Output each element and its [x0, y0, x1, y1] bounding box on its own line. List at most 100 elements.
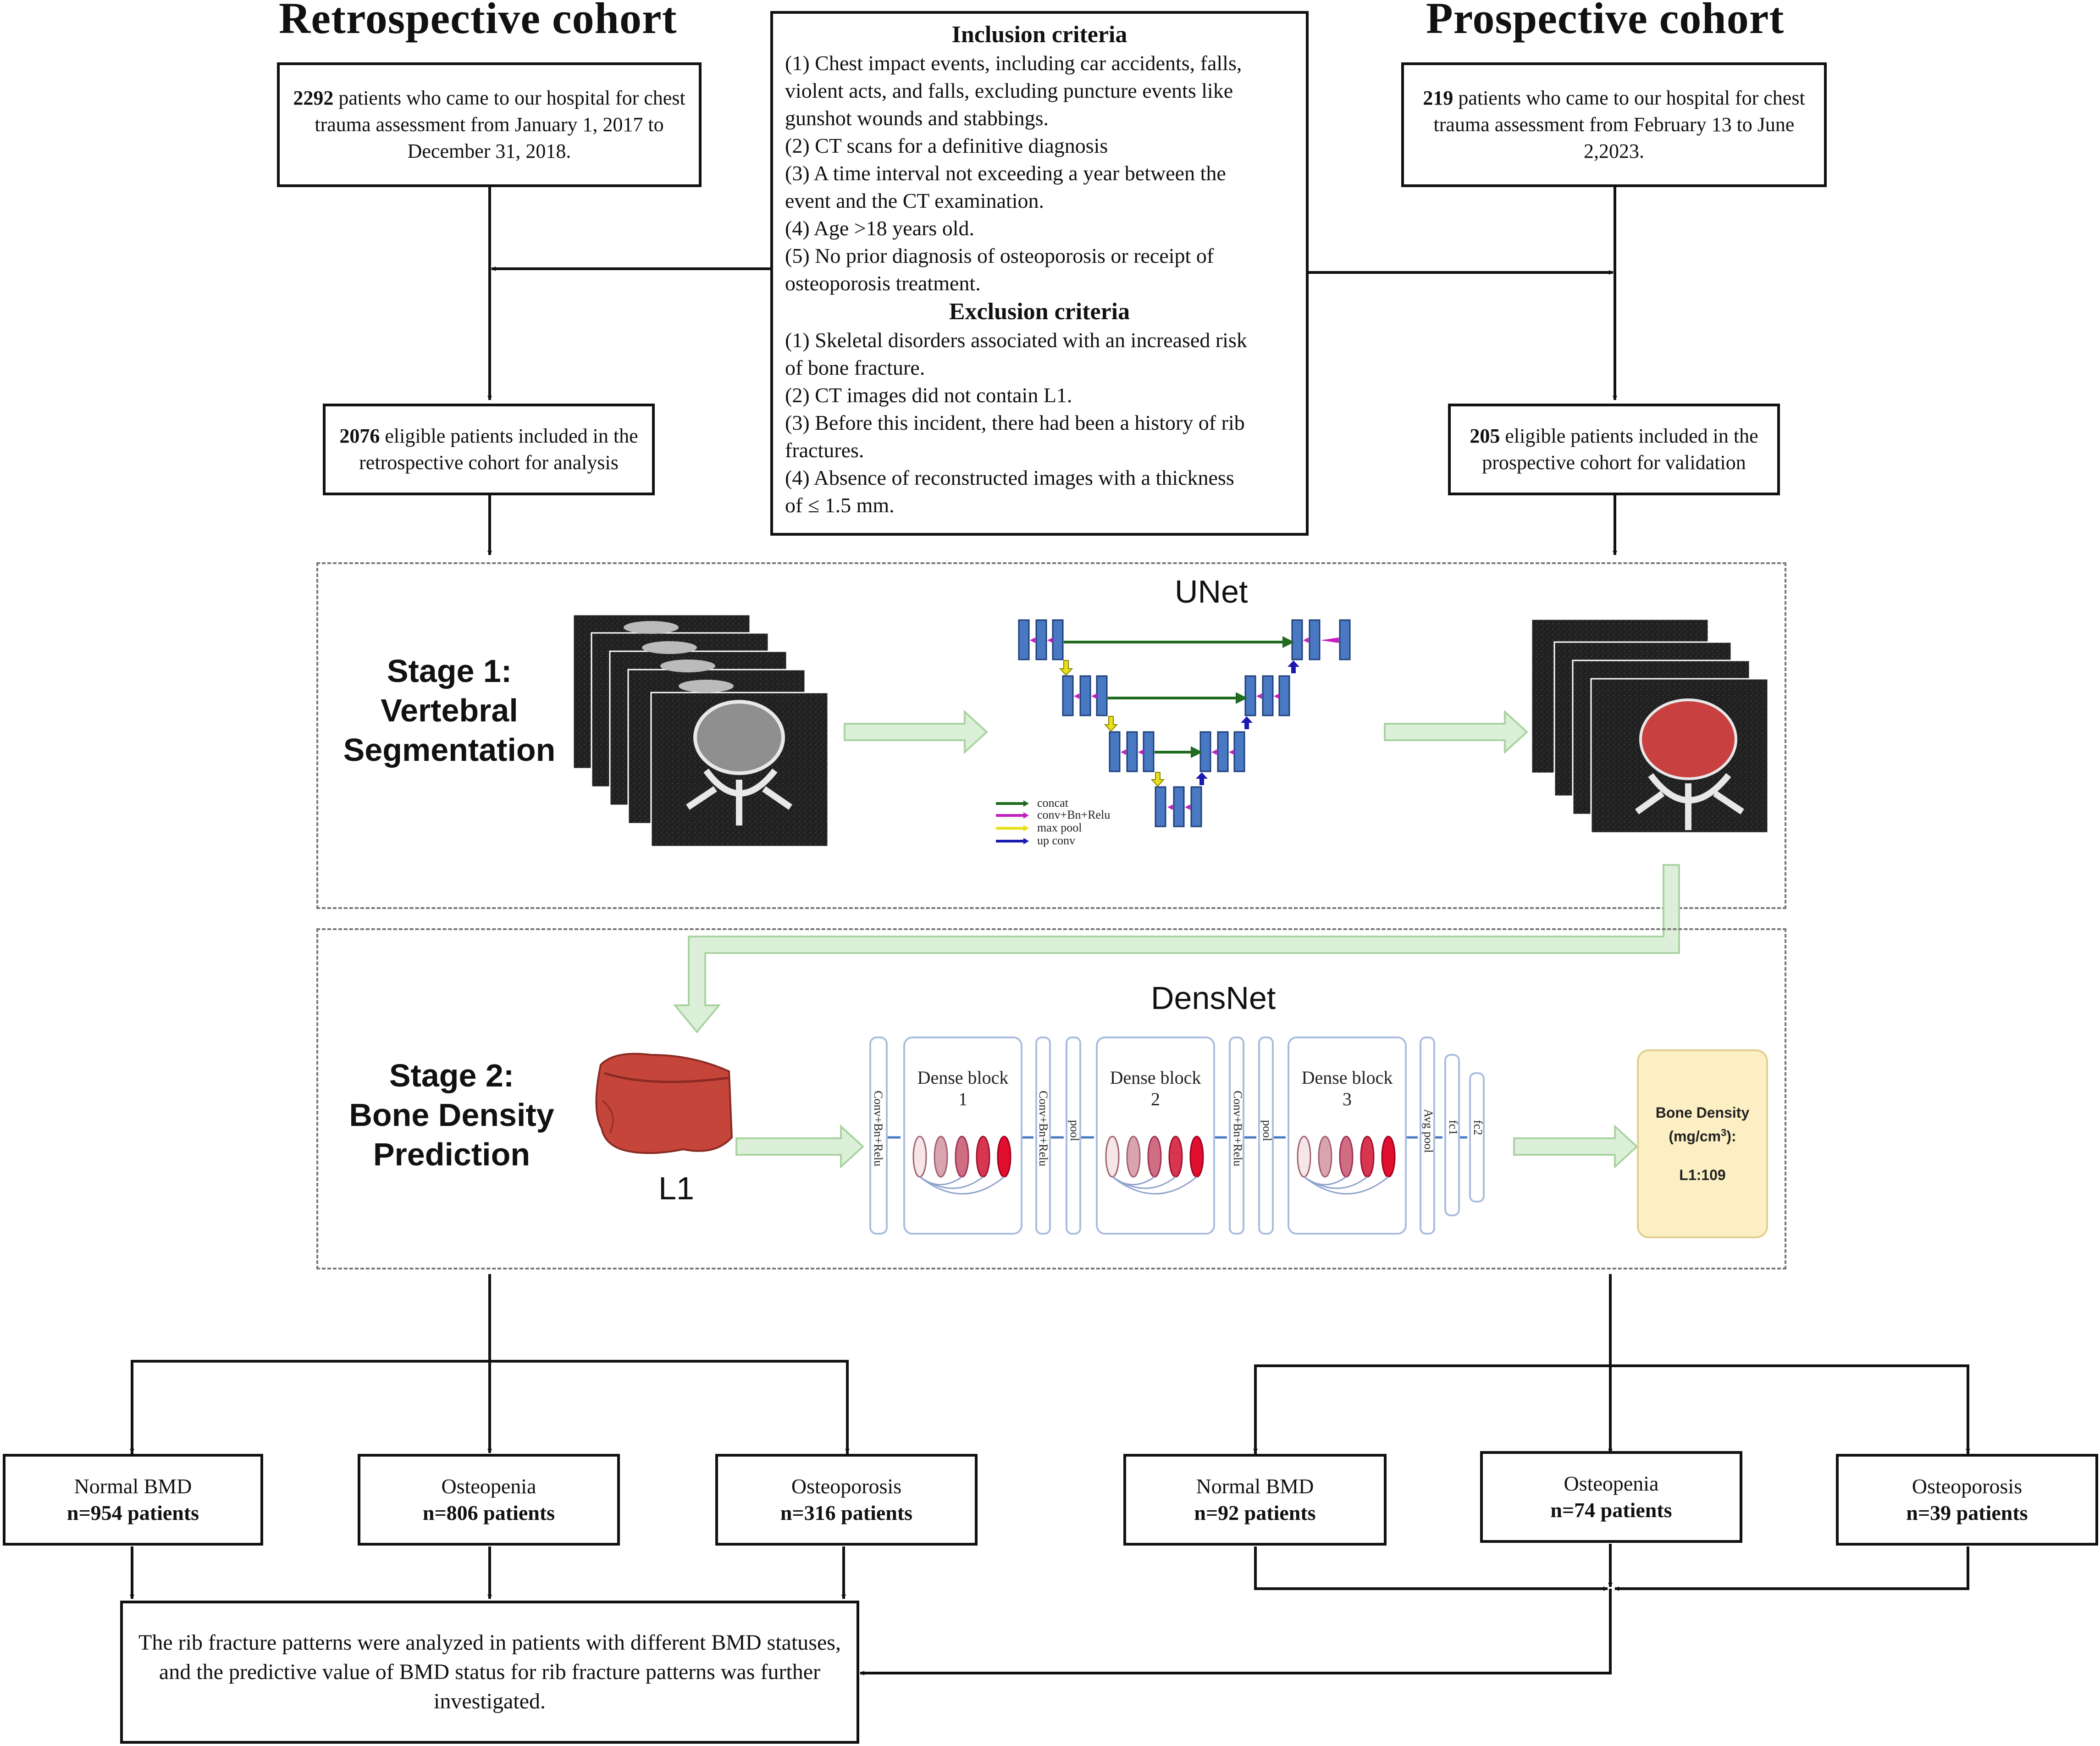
pros-osteoporosis-label: Osteoporosis: [1912, 1474, 2023, 1498]
retro-eligible-count: 2076: [339, 425, 380, 447]
exclusion-criteria-title: Exclusion criteria: [949, 299, 1130, 325]
densnet-pool-layer-1: [1066, 1037, 1081, 1235]
pros-osteopenia-label: Osteopenia: [1564, 1472, 1659, 1495]
retro-split-bar: [131, 1360, 849, 1455]
inclusion-criteria-line: violent acts, and falls, excluding punct…: [785, 79, 1233, 102]
retro-osteopenia-count: n=806 patients: [422, 1501, 555, 1524]
flow-arrow-ct-to-unet: [844, 709, 988, 754]
unit-suffix: ):: [1726, 1128, 1736, 1145]
pros-normal-count: n=92 patients: [1194, 1501, 1316, 1524]
bone-density-output-value: L1:109: [1679, 1166, 1726, 1183]
densnet-conv-layer-1: [869, 1037, 888, 1235]
dense-block-1-title: Dense block 1: [908, 1067, 1018, 1110]
dense-block-1-name: Dense block: [917, 1067, 1009, 1088]
pros-source-count: 219: [1423, 87, 1453, 109]
ct-input-stack: [572, 614, 829, 848]
stage2-label: Stage 2: Bone Density Prediction: [330, 1056, 573, 1174]
stage2-label-line-2: Bone Density: [349, 1097, 554, 1133]
pros-split-bar: [1254, 1364, 1969, 1455]
retro-source-text: patients who came to our hospital for ch…: [315, 87, 685, 162]
bone-density-output-unit: (mg/cm3):: [1639, 1123, 1766, 1147]
exclusion-criteria-line: of ≤ 1.5 mm.: [785, 493, 895, 517]
inclusion-criteria-title: Inclusion criteria: [951, 22, 1127, 48]
stage1-label-line-3: Segmentation: [343, 732, 556, 768]
exclusion-criteria-line: fractures.: [785, 438, 864, 462]
pros-normal-bmd-box: Normal BMD n=92 patients: [1123, 1454, 1387, 1546]
densnet-pool-label-1: pool: [1068, 1120, 1081, 1142]
prospective-source-box: 219 patients who came to our hospital fo…: [1401, 62, 1827, 187]
pros-osteoporosis-count: n=39 patients: [1906, 1501, 2028, 1524]
unit-exponent: 3: [1721, 1127, 1727, 1139]
segmentation-mask: [1639, 698, 1737, 780]
inclusion-criteria-line: (2) CT scans for a definitive diagnosis: [785, 134, 1108, 157]
inclusion-criteria-line: gunshot wounds and stabbings.: [785, 106, 1049, 130]
retro-osteoporosis-box: Osteoporosis n=316 patients: [715, 1454, 978, 1546]
stage2-label-line-1: Stage 2:: [389, 1058, 514, 1093]
densnet-conv-label-3: Conv+Bn+Relu: [1231, 1091, 1244, 1167]
retro-osteopenia-label: Osteopenia: [441, 1474, 536, 1498]
densnet-pool-label-2: pool: [1260, 1120, 1274, 1142]
retrospective-cohort-title: Retrospective cohort: [279, 0, 677, 43]
inclusion-criteria-line: (4) Age >18 years old.: [785, 216, 975, 240]
stage2-label-line-3: Prediction: [373, 1136, 531, 1172]
pros-normal-merge-line: [1254, 1546, 1608, 1591]
densnet-conv-layer-3: [1229, 1037, 1244, 1235]
bone-density-output: Bone Density (mg/cm3): L1:109: [1637, 1049, 1768, 1238]
dense-block-1-number: 1: [958, 1089, 967, 1109]
retro-source-count: 2292: [293, 87, 334, 109]
densnet-conv-layer-2: [1035, 1037, 1051, 1235]
exclusion-criteria-list: (1) Skeletal disorders associated with a…: [785, 327, 1294, 519]
pros-eligible-count: 205: [1470, 425, 1500, 447]
densnet-pool-layer-2: [1258, 1037, 1274, 1235]
criteria-box: Inclusion criteria (1) Chest impact even…: [770, 11, 1309, 536]
retro-osteoporosis-count: n=316 patients: [780, 1501, 913, 1524]
pros-osteoporosis-merge-line: [1614, 1546, 1969, 1591]
legend-up-conv: up conv: [1037, 834, 1076, 847]
densnet-title: DensNet: [1151, 980, 1276, 1016]
legend-conv: conv+Bn+Relu: [1037, 808, 1111, 821]
retro-osteoporosis-label: Osteoporosis: [791, 1474, 902, 1498]
inclusion-criteria-line: (3) A time interval not exceeding a year…: [785, 161, 1226, 185]
retro-normal-label: Normal BMD: [74, 1474, 192, 1498]
exclusion-criteria-line: (3) Before this incident, there had been…: [785, 411, 1245, 434]
densnet-fc1-label: fc1: [1447, 1120, 1460, 1136]
l1-vertebra-model: [595, 1053, 733, 1154]
conclusion-box: The rib fracture patterns were analyzed …: [120, 1601, 859, 1744]
flow-arrow-unet-to-mask: [1384, 709, 1528, 754]
exclusion-criteria-line: (4) Absence of reconstructed images with…: [785, 466, 1234, 489]
densnet-avg-pool-layer: [1420, 1037, 1435, 1235]
bone-density-output-title: Bone Density: [1655, 1104, 1750, 1121]
dense-block-2-title: Dense block 2: [1100, 1067, 1210, 1110]
exclusion-criteria-line: (2) CT images did not contain L1.: [785, 383, 1072, 407]
dense-block-3-title: Dense block 3: [1292, 1067, 1402, 1110]
vertebra-label: L1: [658, 1170, 694, 1206]
dense-block-feature-maps: [912, 1136, 1396, 1195]
flow-arrow-l1-to-densnet: [735, 1124, 864, 1169]
dense-block-3-number: 3: [1343, 1089, 1352, 1109]
densnet-avg-pool-label: Avg pool: [1422, 1109, 1435, 1153]
densnet-fc2-label: fc2: [1471, 1120, 1485, 1136]
conclusion-text: The rib fracture patterns were analyzed …: [138, 1630, 841, 1713]
stage1-frame: [316, 562, 1786, 909]
pros-normal-label: Normal BMD: [1196, 1474, 1314, 1498]
densnet-fc1-layer: [1444, 1054, 1460, 1216]
pros-osteopenia-box: Osteopenia n=74 patients: [1480, 1451, 1742, 1543]
retro-normal-bmd-box: Normal BMD n=954 patients: [3, 1454, 263, 1546]
unit-prefix: (mg/cm: [1669, 1128, 1721, 1145]
inclusion-criteria-list: (1) Chest impact events, including car a…: [785, 50, 1294, 297]
unet-diagram: [996, 619, 1351, 844]
flow-arrow-stage1-to-stage2: [673, 864, 1680, 1034]
pros-source-text: patients who came to our hospital for ch…: [1433, 87, 1805, 162]
dense-block-3-name: Dense block: [1301, 1067, 1393, 1088]
pros-to-conclusion-arrow: [860, 1589, 1612, 1675]
exclusion-criteria-line: of bone fracture.: [785, 356, 925, 379]
dense-block-2-number: 2: [1151, 1089, 1160, 1109]
dense-block-2-name: Dense block: [1110, 1067, 1201, 1088]
densnet-fc2-layer: [1469, 1072, 1485, 1203]
retro-normal-count: n=954 patients: [66, 1501, 199, 1524]
inclusion-criteria-line: (5) No prior diagnosis of osteoporosis o…: [785, 244, 1214, 267]
pros-eligible-text: eligible patients included in the prospe…: [1482, 425, 1758, 474]
